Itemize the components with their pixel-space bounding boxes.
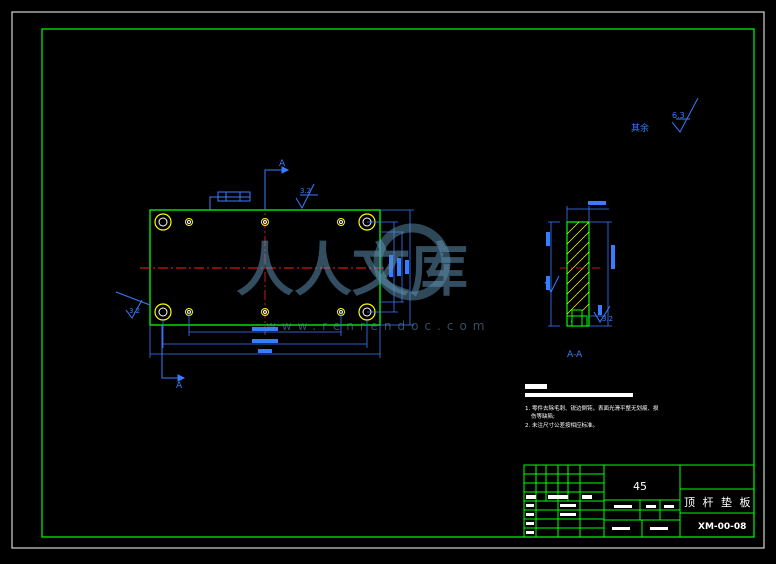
title-block-small-labels — [526, 495, 674, 534]
section-roughness-value: 3.2 — [602, 315, 613, 323]
section-counterbore — [566, 309, 588, 327]
watermark-text: 人人文库 — [236, 236, 468, 304]
vertical-dimension-text-marks — [389, 255, 409, 277]
notes-line-2: 2. 未注尺寸公差按相应标准。 — [525, 421, 598, 429]
roughness-symbol-left — [115, 291, 151, 319]
notes-title-bar — [525, 384, 547, 389]
horizontal-dimensions — [149, 312, 381, 358]
watermark-url: www.renrendoc.com — [266, 319, 490, 333]
section-view-label: A-A — [567, 350, 583, 360]
sheet-inner-frame — [41, 28, 755, 538]
section-roughness-symbol — [593, 305, 611, 323]
sheet-outer-frame — [11, 11, 765, 549]
section-cut-top — [264, 166, 290, 210]
technical-notes: 1. 零件去除毛刺、锐边倒钝，表面光滑平整无划痕、损 伤等缺陷; 2. 未注尺寸… — [525, 384, 659, 429]
roughness-value-left: 3.2 — [129, 307, 140, 315]
small-holes — [185, 218, 345, 316]
watermark: 人人文库 www.renrendoc.com — [236, 223, 490, 333]
section-hatching — [566, 221, 590, 323]
material-value: 45 — [633, 480, 647, 493]
drawing-number: XM-00-08 — [698, 522, 746, 532]
other-surfaces-label: 其余 — [631, 122, 649, 134]
section-dimensions — [548, 206, 612, 327]
corner-roughness-symbol — [671, 97, 699, 133]
notes-rule — [525, 393, 633, 397]
notes-line-1: 1. 零件去除毛刺、锐边倒钝，表面光滑平整无划痕、损 — [525, 404, 659, 412]
dimension-text-marks — [252, 327, 278, 353]
section-marker-top: A — [279, 159, 286, 169]
corner-roughness-value: 6.3 — [672, 111, 685, 120]
watermark-logo-icon — [373, 223, 451, 301]
corner-hole-top-left — [154, 213, 172, 231]
section-dim-text-marks — [546, 201, 615, 315]
section-marker-bottom: A — [176, 381, 183, 391]
title-block — [523, 464, 755, 538]
section-view: 3.2 A-A — [544, 201, 615, 360]
tolerance-frame — [209, 191, 251, 210]
part-name: 顶 杆 垫 板 — [684, 495, 753, 509]
section-cut-bottom — [161, 325, 186, 382]
corner-hole-bottom-left — [154, 303, 172, 321]
roughness-symbol-top — [295, 183, 318, 210]
roughness-value-top: 3.2 — [300, 187, 311, 195]
section-side-roughness — [544, 275, 560, 294]
notes-line-1b: 伤等缺陷; — [531, 412, 555, 420]
